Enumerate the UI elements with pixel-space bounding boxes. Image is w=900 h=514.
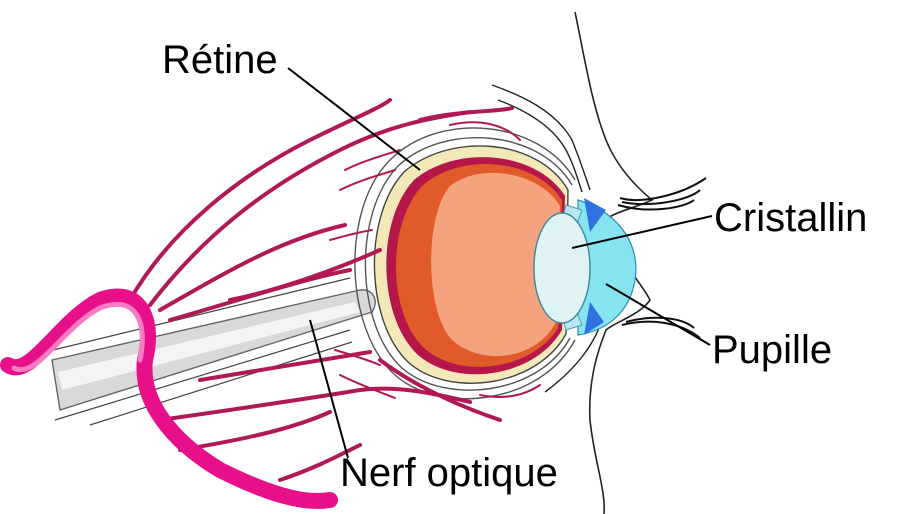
leader-retine (288, 68, 420, 170)
lower-eyelashes (622, 318, 700, 338)
label-optic-nerve: Nerf optique (340, 453, 558, 493)
leader-nerf (310, 320, 348, 458)
leader-pupille (606, 284, 710, 345)
upper-eyelashes (618, 178, 706, 209)
label-retina: Rétine (162, 40, 278, 80)
label-lens: Cristallin (714, 198, 867, 238)
label-pupil: Pupille (712, 330, 832, 370)
lens (534, 213, 590, 323)
